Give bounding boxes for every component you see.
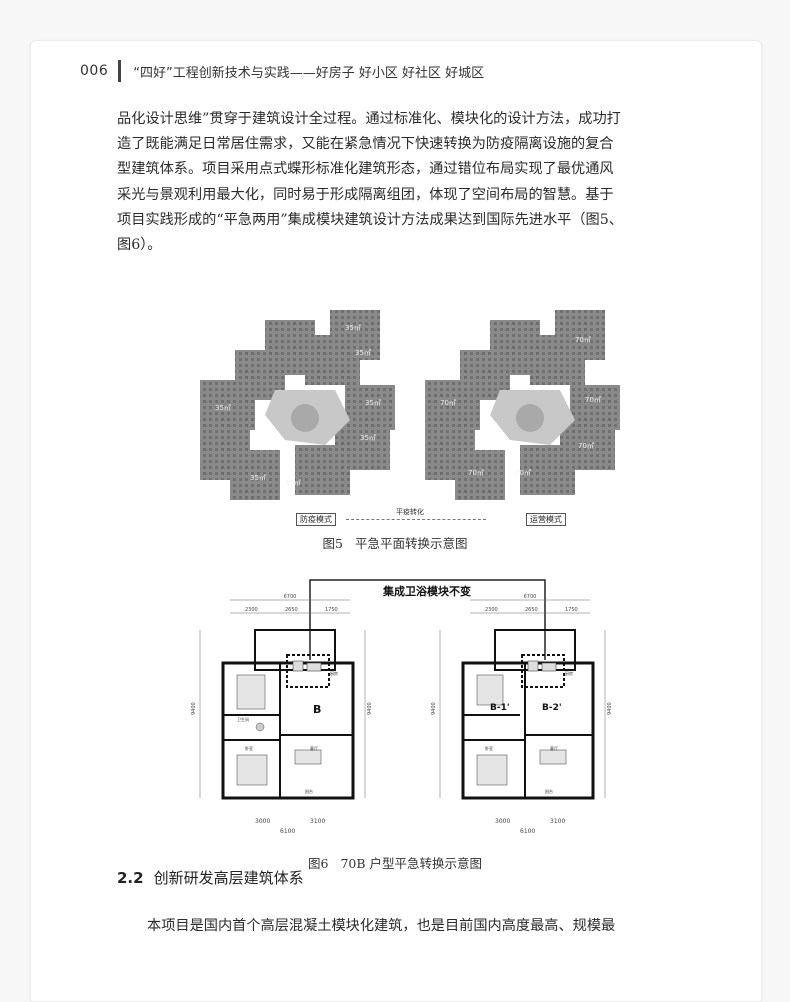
dimension: 3100	[310, 818, 326, 825]
module-banner: 集成卫浴模块不变	[382, 584, 471, 598]
plan-70b-converted: 6700 2300 2650 1750 B-1' B-2' 厨房 客厅 阳台 卧…	[431, 594, 613, 800]
figure-5-drawing: 35㎡ 35㎡ 35㎡ 35㎡ 35㎡ 35㎡ 35㎡ 70	[200, 310, 620, 500]
section-heading: 2.2 创新研发高层建筑体系	[117, 867, 304, 888]
body-line: 采光与景观利用最大化，同时易于形成隔离组团，体现了空间布局的智慧。基于	[117, 186, 614, 203]
dimension: 3100	[550, 818, 566, 825]
running-head: 006 “四好”工程创新技术与实践——好房子 好小区 好社区 好城区	[80, 60, 484, 82]
area-label: 70㎡	[468, 469, 484, 477]
body-paragraph-next: 本项目是国内首个高层混凝土模块化建筑，也是目前国内高度最高、规模最	[147, 918, 616, 934]
dimension: 2650	[525, 607, 538, 613]
area-label: 70㎡	[575, 336, 591, 344]
dimension: 9400	[367, 702, 373, 715]
dimension: 2300	[245, 607, 258, 613]
unit-label-b: B	[313, 703, 321, 716]
room-label: 卫生间	[237, 716, 249, 722]
area-label: 35㎡	[355, 349, 371, 357]
caption-text: 70B 户型平急转换示意图	[340, 856, 483, 871]
room-label: 客厅	[550, 745, 558, 751]
caption-number: 图5	[322, 536, 343, 551]
room-label: 卧室	[485, 745, 493, 751]
area-label: 35㎡	[345, 324, 361, 332]
body-line: 品化设计思维”贯穿于建筑设计全过程。通过标准化、模块化的设计方法，成功打	[117, 111, 621, 127]
section-title: 创新研发高层建筑体系	[153, 869, 304, 887]
dimension: 9400	[431, 702, 437, 715]
room-label: 阳台	[545, 788, 553, 794]
body-paragraph: 品化设计思维”贯穿于建筑设计全过程。通过标准化、模块化的设计方法，成功打 造了既…	[117, 107, 677, 258]
area-label: 70㎡	[440, 399, 456, 407]
room-label: 阳台	[305, 788, 313, 794]
body-line: 造了既能满足日常居住需求，又能在紧急情况下快速转换为防疫隔离设施的复合	[117, 136, 614, 153]
area-label: 70㎡	[515, 469, 531, 477]
area-label: 35㎡	[215, 404, 231, 412]
figure-6-caption: 图6 70B 户型平急转换示意图	[0, 853, 790, 872]
dimension: 2300	[485, 607, 498, 613]
body-line: 型建筑体系。项目采用点式蝶形标准化建筑形态，通过错位布局实现了最优通风	[117, 161, 614, 178]
figure-5-legend: 防疫模式 平疫转化	[296, 508, 526, 527]
unit-label-b2: B-2'	[542, 703, 562, 713]
page-sheet	[30, 40, 762, 1002]
plan-right: 70㎡ 70㎡ 70㎡ 70㎡ 70㎡ 70㎡	[425, 310, 620, 500]
body-line: 图6）。	[117, 237, 162, 254]
figure-6-bottom-dimensions: 3000 3100 6100 3000 3100 6100	[225, 818, 625, 836]
dimension: 9400	[607, 702, 613, 715]
dimension: 6700	[284, 594, 297, 600]
area-label: 35㎡	[365, 399, 381, 407]
room-label: 卧室	[245, 745, 253, 751]
dimension: 6100	[280, 828, 296, 835]
area-label: 35㎡	[285, 479, 301, 487]
caption-number: 图6	[307, 856, 329, 871]
dimension: 6100	[520, 828, 536, 835]
book-title: “四好”工程创新技术与实践——好房子 好小区 好社区 好城区	[133, 65, 485, 81]
dimension: 3000	[255, 818, 271, 825]
caption-text: 平急平面转换示意图	[354, 536, 468, 551]
plan-left: 35㎡ 35㎡ 35㎡ 35㎡ 35㎡ 35㎡ 35㎡	[200, 310, 395, 500]
section-number: 2.2	[117, 869, 144, 887]
room-label: 厨房	[330, 670, 338, 676]
page-number: 006	[80, 63, 109, 79]
dimension: 1750	[325, 607, 338, 613]
dimension: 9400	[191, 702, 197, 715]
room-label: 厨房	[565, 670, 573, 676]
dimension: 1750	[565, 607, 578, 613]
mode-label-epidemic: 防疫模式	[296, 513, 336, 526]
figure-6-drawing: 集成卫浴模块不变 6700 2300 2650 1750	[191, 579, 613, 800]
header-divider	[118, 60, 122, 82]
plan-70b: 6700 2300 2650 1750 B 厨房 客厅 阳台	[191, 594, 373, 800]
figure-6: 集成卫浴模块不变 6700 2300 2650 1750	[185, 535, 625, 803]
area-label: 35㎡	[360, 434, 376, 442]
arrow-label: 平疫转化	[396, 508, 424, 516]
area-label: 70㎡	[585, 396, 601, 404]
room-label: 客厅	[310, 745, 318, 751]
figure-5-caption: 图5 平急平面转换示意图	[0, 533, 790, 552]
area-label: 70㎡	[578, 442, 594, 450]
dimension: 3000	[495, 818, 511, 825]
mode-label-operation: 运营模式	[526, 513, 566, 526]
area-label: 35㎡	[250, 474, 266, 482]
dimension: 2650	[285, 607, 298, 613]
figure-5: 35㎡ 35㎡ 35㎡ 35㎡ 35㎡ 35㎡ 35㎡ 70	[155, 280, 655, 510]
unit-label-b1: B-1'	[490, 703, 510, 713]
dimension: 6700	[524, 594, 537, 600]
body-line: 项目实践形成的“平急两用”集成模块建筑设计方法成果达到国际先进水平（图5、	[117, 211, 623, 228]
conversion-arrow	[346, 519, 486, 520]
